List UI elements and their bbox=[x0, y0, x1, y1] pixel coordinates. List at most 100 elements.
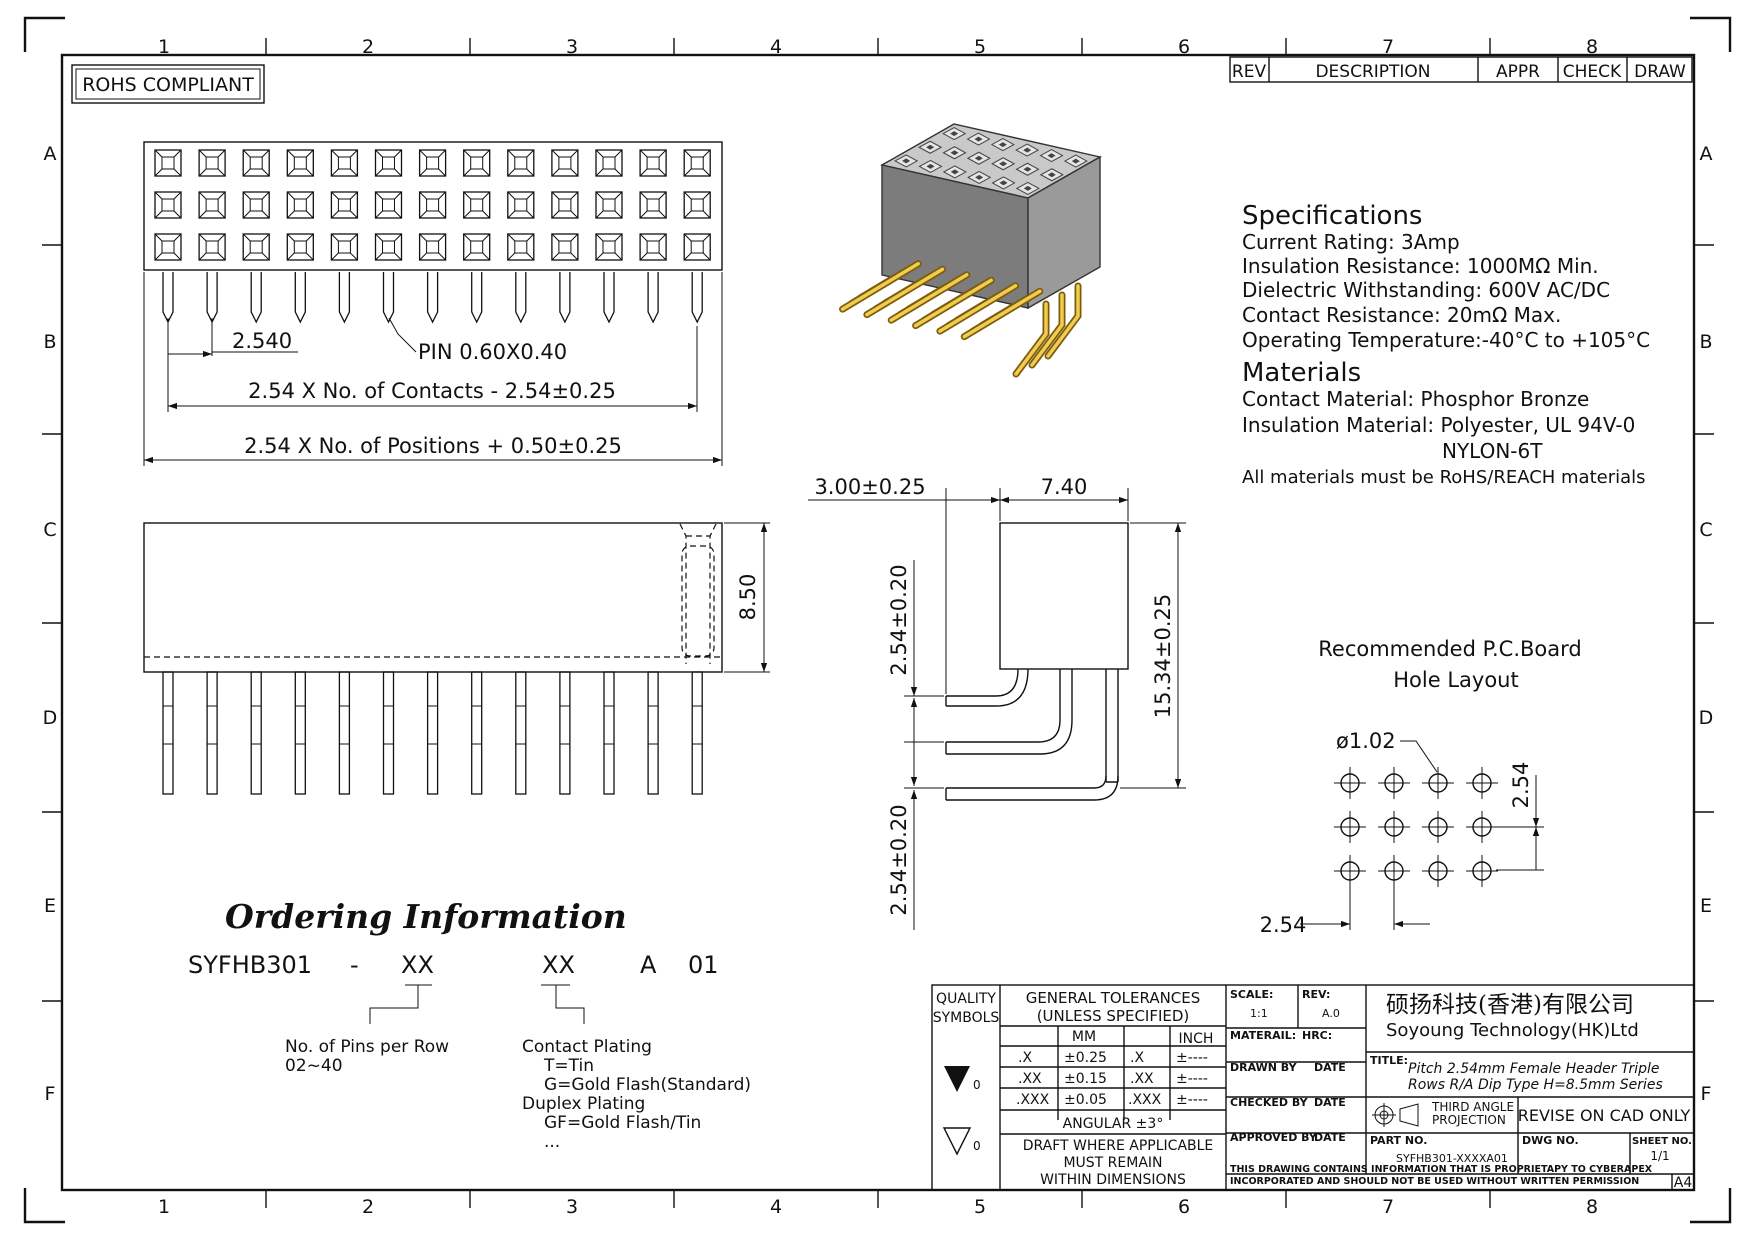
iso-holes bbox=[894, 127, 1088, 195]
zone-col-5: 5 bbox=[974, 36, 986, 58]
pcb-hole-center bbox=[1422, 855, 1454, 887]
pcb-hole-center bbox=[1466, 855, 1498, 887]
plating-desc-3: G=Gold Flash(Standard) bbox=[544, 1075, 751, 1095]
contact-hole bbox=[337, 156, 351, 170]
pcb-pitch-v-label: 2.54 bbox=[1509, 762, 1533, 809]
iso-pin-highlight bbox=[962, 289, 1042, 339]
zone-row-c: C bbox=[43, 519, 56, 541]
iso-pin-highlight bbox=[889, 273, 969, 322]
iso-hole-core bbox=[950, 169, 959, 175]
contact-chamfer bbox=[507, 191, 535, 219]
pin-tail bbox=[647, 272, 659, 324]
zone-col-2: 2 bbox=[362, 36, 374, 58]
contact-cell bbox=[551, 149, 579, 177]
row-pitch-bottom-label: 2.54±0.20 bbox=[887, 804, 911, 915]
contact-cell bbox=[242, 149, 270, 177]
contact-cell bbox=[595, 149, 623, 177]
zone-row-b: B bbox=[43, 331, 56, 353]
iso-hole-core bbox=[998, 142, 1007, 148]
iso-hole-core bbox=[926, 144, 935, 150]
pin-tail bbox=[382, 272, 395, 324]
draft-3: WITHIN DIMENSIONS bbox=[1040, 1172, 1186, 1188]
contact-hole bbox=[205, 240, 219, 254]
contact-cell bbox=[551, 191, 579, 219]
gen-tol-2: (UNLESS SPECIFIED) bbox=[1037, 1007, 1190, 1025]
zone-col-3b: 3 bbox=[566, 1196, 578, 1218]
corner-marks bbox=[23, 16, 1732, 1224]
iso-pin-highlight bbox=[840, 262, 920, 311]
iso-hole-core bbox=[1047, 172, 1056, 178]
contact-cell bbox=[286, 149, 314, 177]
approved-by: APPROVED BY bbox=[1230, 1131, 1318, 1144]
gen-tol-1: GENERAL TOLERANCES bbox=[1026, 989, 1201, 1007]
description-col: DESCRIPTION bbox=[1315, 62, 1430, 82]
quality-outline-triangle-icon bbox=[942, 1127, 972, 1156]
front-pin-step bbox=[559, 705, 570, 745]
third-angle-projection-icon bbox=[1372, 1103, 1419, 1127]
checked-date: DATE bbox=[1314, 1096, 1346, 1109]
offset-dim-label: 3.00±0.25 bbox=[814, 475, 925, 499]
check-col: CHECK bbox=[1563, 62, 1622, 82]
iso-pin-highlight bbox=[913, 278, 993, 328]
material-label: MATERAIL: bbox=[1230, 1029, 1296, 1042]
hole-dia-label: ø1.02 bbox=[1336, 729, 1396, 753]
drawn-date: DATE bbox=[1314, 1061, 1346, 1074]
quality-solid-triangle-icon bbox=[944, 1066, 970, 1092]
contact-hole bbox=[558, 198, 572, 212]
drawn-by: DRAWN BY bbox=[1230, 1061, 1298, 1074]
iso-hole-core bbox=[1023, 166, 1032, 172]
pin-tail bbox=[691, 272, 703, 324]
front-pin bbox=[426, 671, 439, 795]
ordering-title: Ordering Information bbox=[225, 897, 627, 936]
size-value: A4 bbox=[1674, 1175, 1693, 1191]
tol-xxx-val: ±0.05 bbox=[1064, 1092, 1107, 1108]
sheet-no-label: SHEET NO. bbox=[1632, 1136, 1692, 1147]
zone-row-a: A bbox=[44, 143, 57, 165]
front-pin bbox=[250, 671, 262, 795]
material-nylon: NYLON-6T bbox=[1442, 439, 1543, 463]
contact-cell bbox=[551, 233, 579, 261]
front-pin bbox=[559, 671, 571, 795]
contact-hole bbox=[602, 198, 616, 212]
pcb-hole-center bbox=[1422, 811, 1454, 843]
contact-cell bbox=[198, 233, 226, 261]
contact-chamfer bbox=[639, 233, 667, 261]
front-pins bbox=[162, 671, 703, 795]
pcb-hole-center bbox=[1466, 767, 1498, 799]
pcb-layout: Recommended P.C.Board Hole Layout ø1.02 … bbox=[1260, 637, 1582, 937]
contact-hole bbox=[161, 240, 175, 254]
zone-row-e-r: E bbox=[1700, 895, 1712, 917]
iso-pins bbox=[839, 260, 1082, 378]
revision-table: REV DESCRIPTION APPR CHECK DRAW bbox=[1229, 56, 1693, 83]
code-pins: XX bbox=[401, 951, 434, 979]
zone-row-a-r: A bbox=[1700, 143, 1713, 165]
contact-hole bbox=[293, 198, 307, 212]
rev-col: REV bbox=[1232, 62, 1267, 82]
contact-hole bbox=[426, 198, 440, 212]
contact-chamfer bbox=[551, 149, 579, 177]
contact-hole bbox=[161, 156, 175, 170]
pin-tail bbox=[603, 272, 615, 324]
mm-header: MM bbox=[1072, 1029, 1096, 1045]
spec-temperature: Operating Temperature:-40°C to +105°C bbox=[1242, 328, 1650, 352]
spec-insulation: Insulation Resistance: 1000MΩ Min. bbox=[1242, 254, 1599, 278]
quality-label-1: QUALITY bbox=[936, 991, 996, 1007]
scale-label: SCALE: bbox=[1230, 988, 1273, 1001]
iso-hole-core bbox=[1023, 185, 1032, 191]
tol-xx-inch: .XX bbox=[1130, 1071, 1154, 1087]
front-pin-step bbox=[383, 705, 394, 745]
front-pin bbox=[647, 671, 659, 795]
spec-current: Current Rating: 3Amp bbox=[1242, 230, 1460, 254]
contact-cell bbox=[595, 191, 623, 219]
contact-hole bbox=[690, 240, 704, 254]
checked-by: CHECKED BY bbox=[1230, 1096, 1309, 1109]
iso-hole-core bbox=[1023, 147, 1032, 153]
contact-hole bbox=[161, 198, 175, 212]
projection-2: PROJECTION bbox=[1432, 1113, 1506, 1127]
contact-cell bbox=[418, 233, 447, 261]
iso-pin-highlight bbox=[1030, 293, 1064, 367]
contact-hole bbox=[337, 240, 351, 254]
contact-chamfer bbox=[419, 233, 446, 261]
contact-chamfer bbox=[595, 233, 623, 261]
contact-cell bbox=[154, 149, 182, 177]
